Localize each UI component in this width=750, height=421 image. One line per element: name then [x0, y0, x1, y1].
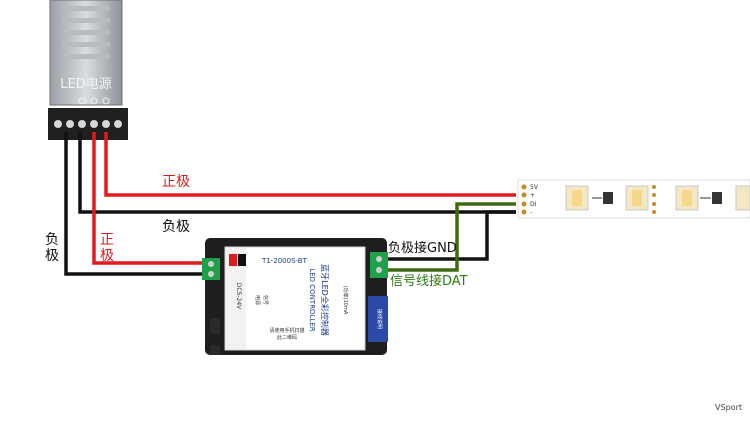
label-positive-top: 正极: [162, 174, 190, 190]
indicator-icon: [78, 97, 86, 105]
watermark: VSport: [715, 403, 742, 412]
led-power-supply: LED电源: [48, 0, 128, 140]
strip-pad: [521, 209, 527, 215]
terminal-screw: [66, 120, 74, 128]
vent-slot: [62, 42, 110, 47]
label-negative-left-1: 负: [45, 232, 59, 248]
led-chip: [735, 185, 750, 211]
strip-pad: [652, 210, 656, 214]
controller-side-label-right: 接线说明: [376, 309, 383, 329]
terminal-screw: [54, 120, 62, 128]
strip-pin-label: -: [530, 209, 532, 216]
terminal-screw: [376, 256, 382, 262]
strip-pad: [521, 184, 527, 190]
strip-pad: [521, 201, 527, 207]
strip-pin-label: 5V: [530, 184, 539, 191]
positive-wire-controller: [92, 132, 210, 265]
controller-power-terminal: [202, 258, 220, 280]
label-positive-left-1: 正: [100, 232, 114, 248]
signal-wire: [378, 202, 516, 272]
vent-slot: [62, 54, 110, 59]
vent-slot: [62, 18, 110, 23]
strip-pad: [652, 193, 656, 197]
terminal-screw: [114, 120, 122, 128]
vent-slot: [62, 6, 110, 11]
strip-pad: [652, 202, 656, 206]
gnd-wire: [378, 210, 516, 261]
strip-pins: 5V + DI -: [521, 184, 539, 216]
led-strip: 5V + DI -: [517, 179, 750, 219]
power-supply-body: [49, 0, 123, 106]
vent-slot: [62, 30, 110, 35]
label-negative-top: 负极: [162, 219, 190, 235]
power-supply-brand: LED电源: [60, 77, 111, 92]
led-controller: DC5-24V T1-2000S-BT 蓝牙LED全彩控制器 LED CONTR…: [202, 238, 388, 355]
indicator-icon: [90, 97, 98, 105]
controller-output-terminal: [370, 252, 388, 278]
power-marker-black: [238, 254, 246, 266]
controller-side-text-1: 电源: [254, 295, 261, 305]
controller-side-strip: [226, 248, 246, 349]
strip-pin-label: DI: [530, 201, 537, 208]
positive-wire-main: [104, 132, 516, 197]
label-negative-left-2: 极: [45, 248, 59, 264]
controller-small-text-2: 此二维码: [277, 334, 297, 341]
controller-input-spec: DC5-24V: [235, 283, 242, 310]
controller-spec-line: (功率)10mA: [342, 286, 349, 315]
led-chip-core: [632, 190, 642, 206]
terminal-screw: [208, 271, 214, 277]
power-marker-red: [229, 254, 237, 266]
terminal-screw: [78, 120, 86, 128]
controller-model: T1-2000S-BT: [261, 257, 308, 265]
controller-title-en: LED CONTROLLER: [308, 268, 316, 331]
terminal-screw: [90, 120, 98, 128]
label-positive-left-2: 极: [100, 248, 114, 264]
resistor-icon: [712, 192, 722, 204]
label-negative-to-gnd: 负极接GND: [388, 240, 457, 256]
controller-small-text-1: 请使用手机扫描: [269, 327, 304, 334]
negative-wire-controller: [64, 132, 210, 276]
led-chip-core: [572, 190, 582, 206]
wires: [64, 132, 516, 276]
mounting-tab: [210, 318, 220, 334]
led-chip-core: [682, 190, 692, 206]
indicator-icon: [102, 97, 110, 105]
mounting-tab: [210, 345, 220, 355]
controller-label-panel: [224, 246, 366, 351]
terminal-screw: [102, 120, 110, 128]
strip-pad: [521, 192, 527, 198]
terminal-screw: [208, 261, 214, 267]
controller-side-label-box: [368, 296, 388, 342]
strip-pad: [652, 185, 656, 189]
controller-title-cn: 蓝牙LED全彩控制器: [320, 264, 330, 336]
terminal-screw: [376, 267, 382, 273]
resistor-icon: [603, 192, 613, 204]
controller-side-text-2: 信号: [262, 295, 269, 305]
strip-pin-label: +: [530, 192, 535, 199]
label-signal-to-dat: 信号线接DAT: [390, 273, 468, 289]
negative-wire-main: [78, 132, 516, 214]
